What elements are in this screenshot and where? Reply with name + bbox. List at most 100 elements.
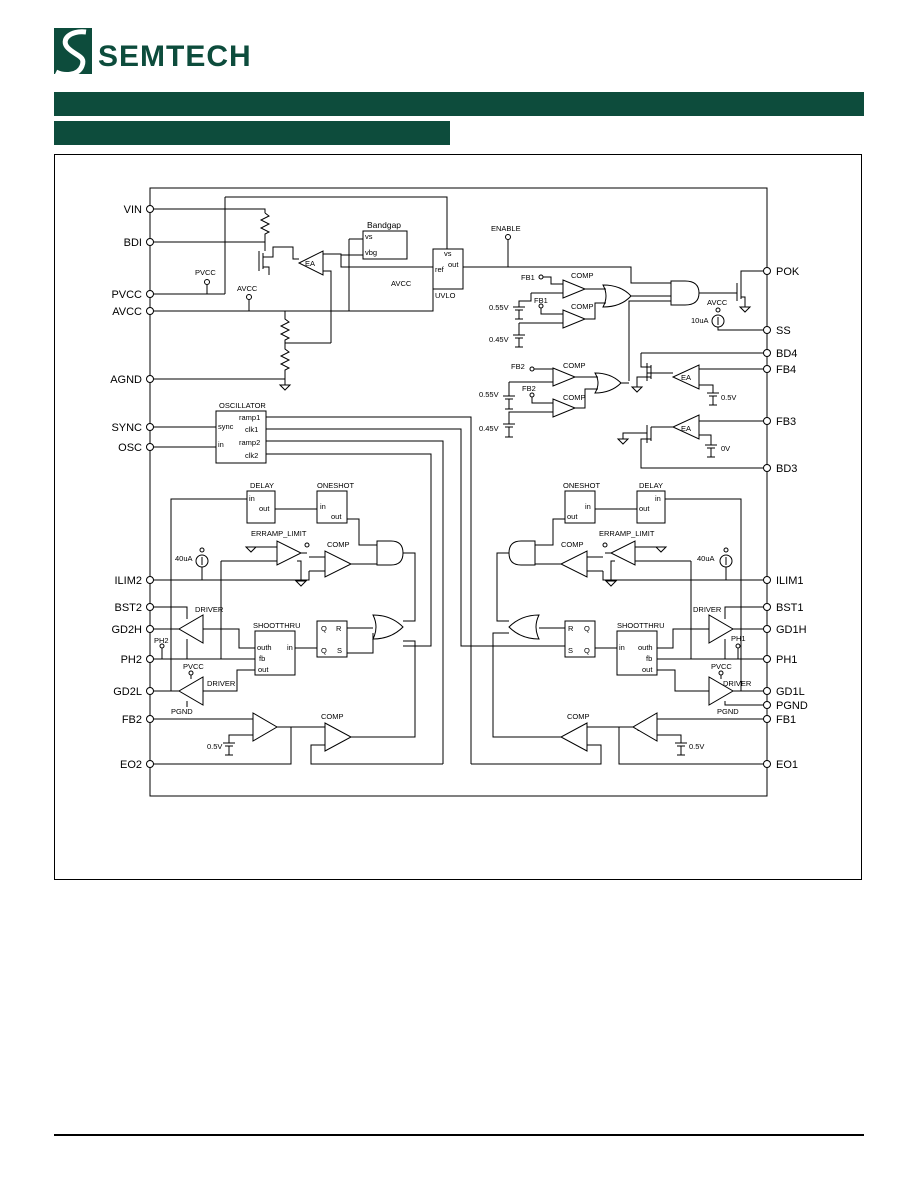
- pin-pvcc: PVCC: [111, 289, 154, 301]
- svg-text:AVCC: AVCC: [112, 306, 142, 318]
- footer-rule: [54, 1134, 864, 1136]
- svg-text:PH1: PH1: [776, 654, 797, 666]
- svg-text:0.5V: 0.5V: [721, 393, 736, 402]
- svg-text:S: S: [337, 646, 342, 655]
- pin-ilim1: ILIM1: [763, 575, 804, 587]
- block-diagram: VIN BDI PVCC AVCC AGND SYNC OSC ILIM2 BS…: [110, 187, 808, 797]
- svg-text:GD2L: GD2L: [113, 686, 142, 698]
- svg-text:COMP: COMP: [563, 393, 586, 402]
- svg-text:ONESHOT: ONESHOT: [317, 481, 355, 490]
- svg-text:PVCC: PVCC: [183, 662, 204, 671]
- svg-text:in: in: [585, 502, 591, 511]
- comp-pg1: [562, 279, 587, 299]
- channel2-section: DELAY in out ONESHOT in out ERRAMP_LIMIT…: [153, 481, 443, 765]
- pin-ph1: PH1: [763, 654, 797, 666]
- svg-text:EO2: EO2: [120, 759, 142, 771]
- svg-text:in: in: [218, 440, 224, 449]
- svg-text:PGND: PGND: [776, 700, 808, 712]
- comp-fb2a: [552, 367, 577, 387]
- svg-text:0V: 0V: [721, 444, 730, 453]
- or-gate-ch1: [508, 614, 540, 640]
- svg-text:AGND: AGND: [110, 374, 142, 386]
- flipflop2: [316, 620, 348, 658]
- pin-gd1h: GD1H: [763, 624, 807, 636]
- svg-text:clk2: clk2: [245, 451, 258, 460]
- pin-fb4: FB4: [763, 364, 796, 376]
- svg-text:out: out: [642, 665, 653, 674]
- svg-text:COMP: COMP: [563, 361, 586, 370]
- svg-text:vbg: vbg: [365, 248, 377, 257]
- pin-osc: OSC: [118, 442, 154, 454]
- driver-gd2l: [178, 676, 204, 706]
- pin-bd3: BD3: [763, 463, 797, 475]
- svg-text:PGND: PGND: [717, 707, 739, 716]
- svg-text:ramp1: ramp1: [239, 413, 260, 422]
- shootthru1-block: [616, 630, 658, 676]
- comp-fb2b: [552, 398, 577, 418]
- svg-text:ONESHOT: ONESHOT: [563, 481, 601, 490]
- svg-text:COMP: COMP: [321, 712, 344, 721]
- pin-ph2: PH2: [121, 654, 154, 666]
- or-gate-pg: [602, 284, 632, 308]
- svg-text:Q: Q: [321, 624, 327, 633]
- driver-gd2h: [178, 614, 204, 644]
- pin-avcc: AVCC: [112, 306, 154, 318]
- pin-gd2l: GD2L: [113, 686, 154, 698]
- flipflop1: [564, 620, 596, 658]
- pin-agnd: AGND: [110, 374, 154, 386]
- pin-vin: VIN: [124, 204, 154, 216]
- svg-text:outh: outh: [638, 643, 653, 652]
- svg-text:out: out: [258, 665, 269, 674]
- pin-ilim2: ILIM2: [114, 575, 154, 587]
- uvlo-block: [432, 248, 464, 290]
- svg-text:AVCC: AVCC: [237, 284, 258, 293]
- bd-section: FB2 COMP 0.55V FB2 COMP 0.45V EA: [479, 352, 763, 469]
- svg-text:OSC: OSC: [118, 442, 142, 454]
- svg-text:FB2: FB2: [511, 362, 525, 371]
- svg-text:FB1: FB1: [776, 714, 796, 726]
- svg-text:GD1H: GD1H: [776, 624, 807, 636]
- svg-text:DRIVER: DRIVER: [723, 679, 752, 688]
- svg-text:SS: SS: [776, 325, 791, 337]
- svg-text:out: out: [259, 504, 270, 513]
- svg-text:BDI: BDI: [124, 237, 142, 249]
- comp-pg2: [562, 309, 587, 329]
- svg-text:COMP: COMP: [561, 540, 584, 549]
- svg-text:BST2: BST2: [114, 602, 142, 614]
- svg-text:R: R: [568, 624, 574, 633]
- pin-eo1: EO1: [763, 759, 798, 771]
- svg-text:0.5V: 0.5V: [689, 742, 704, 751]
- svg-text:VIN: VIN: [124, 204, 142, 216]
- pin-fb3: FB3: [763, 416, 796, 428]
- comp-ch1: [559, 550, 588, 578]
- svg-text:0.55V: 0.55V: [479, 390, 499, 399]
- svg-text:sync: sync: [218, 422, 234, 431]
- svg-text:POK: POK: [776, 266, 800, 278]
- svg-text:in: in: [249, 494, 255, 503]
- channel1-section: DELAY in out ONESHOT in out ERRAMP_LIMIT…: [471, 481, 763, 765]
- pin-pgnd: PGND: [763, 700, 808, 712]
- svg-text:FB1: FB1: [534, 296, 548, 305]
- pin-gd2h: GD2H: [111, 624, 154, 636]
- oscillator-block: [215, 410, 267, 464]
- svg-text:PVCC: PVCC: [111, 289, 142, 301]
- svg-text:40uA: 40uA: [697, 554, 715, 563]
- svg-text:UVLO: UVLO: [435, 291, 456, 300]
- svg-text:COMP: COMP: [567, 712, 590, 721]
- header-bar: [54, 92, 864, 116]
- pin-pok: POK: [763, 266, 800, 278]
- svg-text:EA: EA: [305, 259, 315, 268]
- svg-text:S: S: [568, 646, 573, 655]
- svg-text:PH2: PH2: [154, 636, 169, 645]
- svg-text:DELAY: DELAY: [639, 481, 663, 490]
- svg-text:PH1: PH1: [731, 634, 746, 643]
- pin-eo2: EO2: [120, 759, 154, 771]
- svg-text:40uA: 40uA: [175, 554, 193, 563]
- svg-text:out: out: [448, 260, 459, 269]
- svg-text:out: out: [331, 512, 342, 521]
- svg-text:out: out: [567, 512, 578, 521]
- oscillator-section: OSCILLATOR sync in ramp1 clk1 ramp2 clk2: [153, 401, 567, 764]
- pin-fb1: FB1: [763, 714, 796, 726]
- svg-text:ref: ref: [435, 265, 445, 274]
- svg-text:EA: EA: [681, 373, 691, 382]
